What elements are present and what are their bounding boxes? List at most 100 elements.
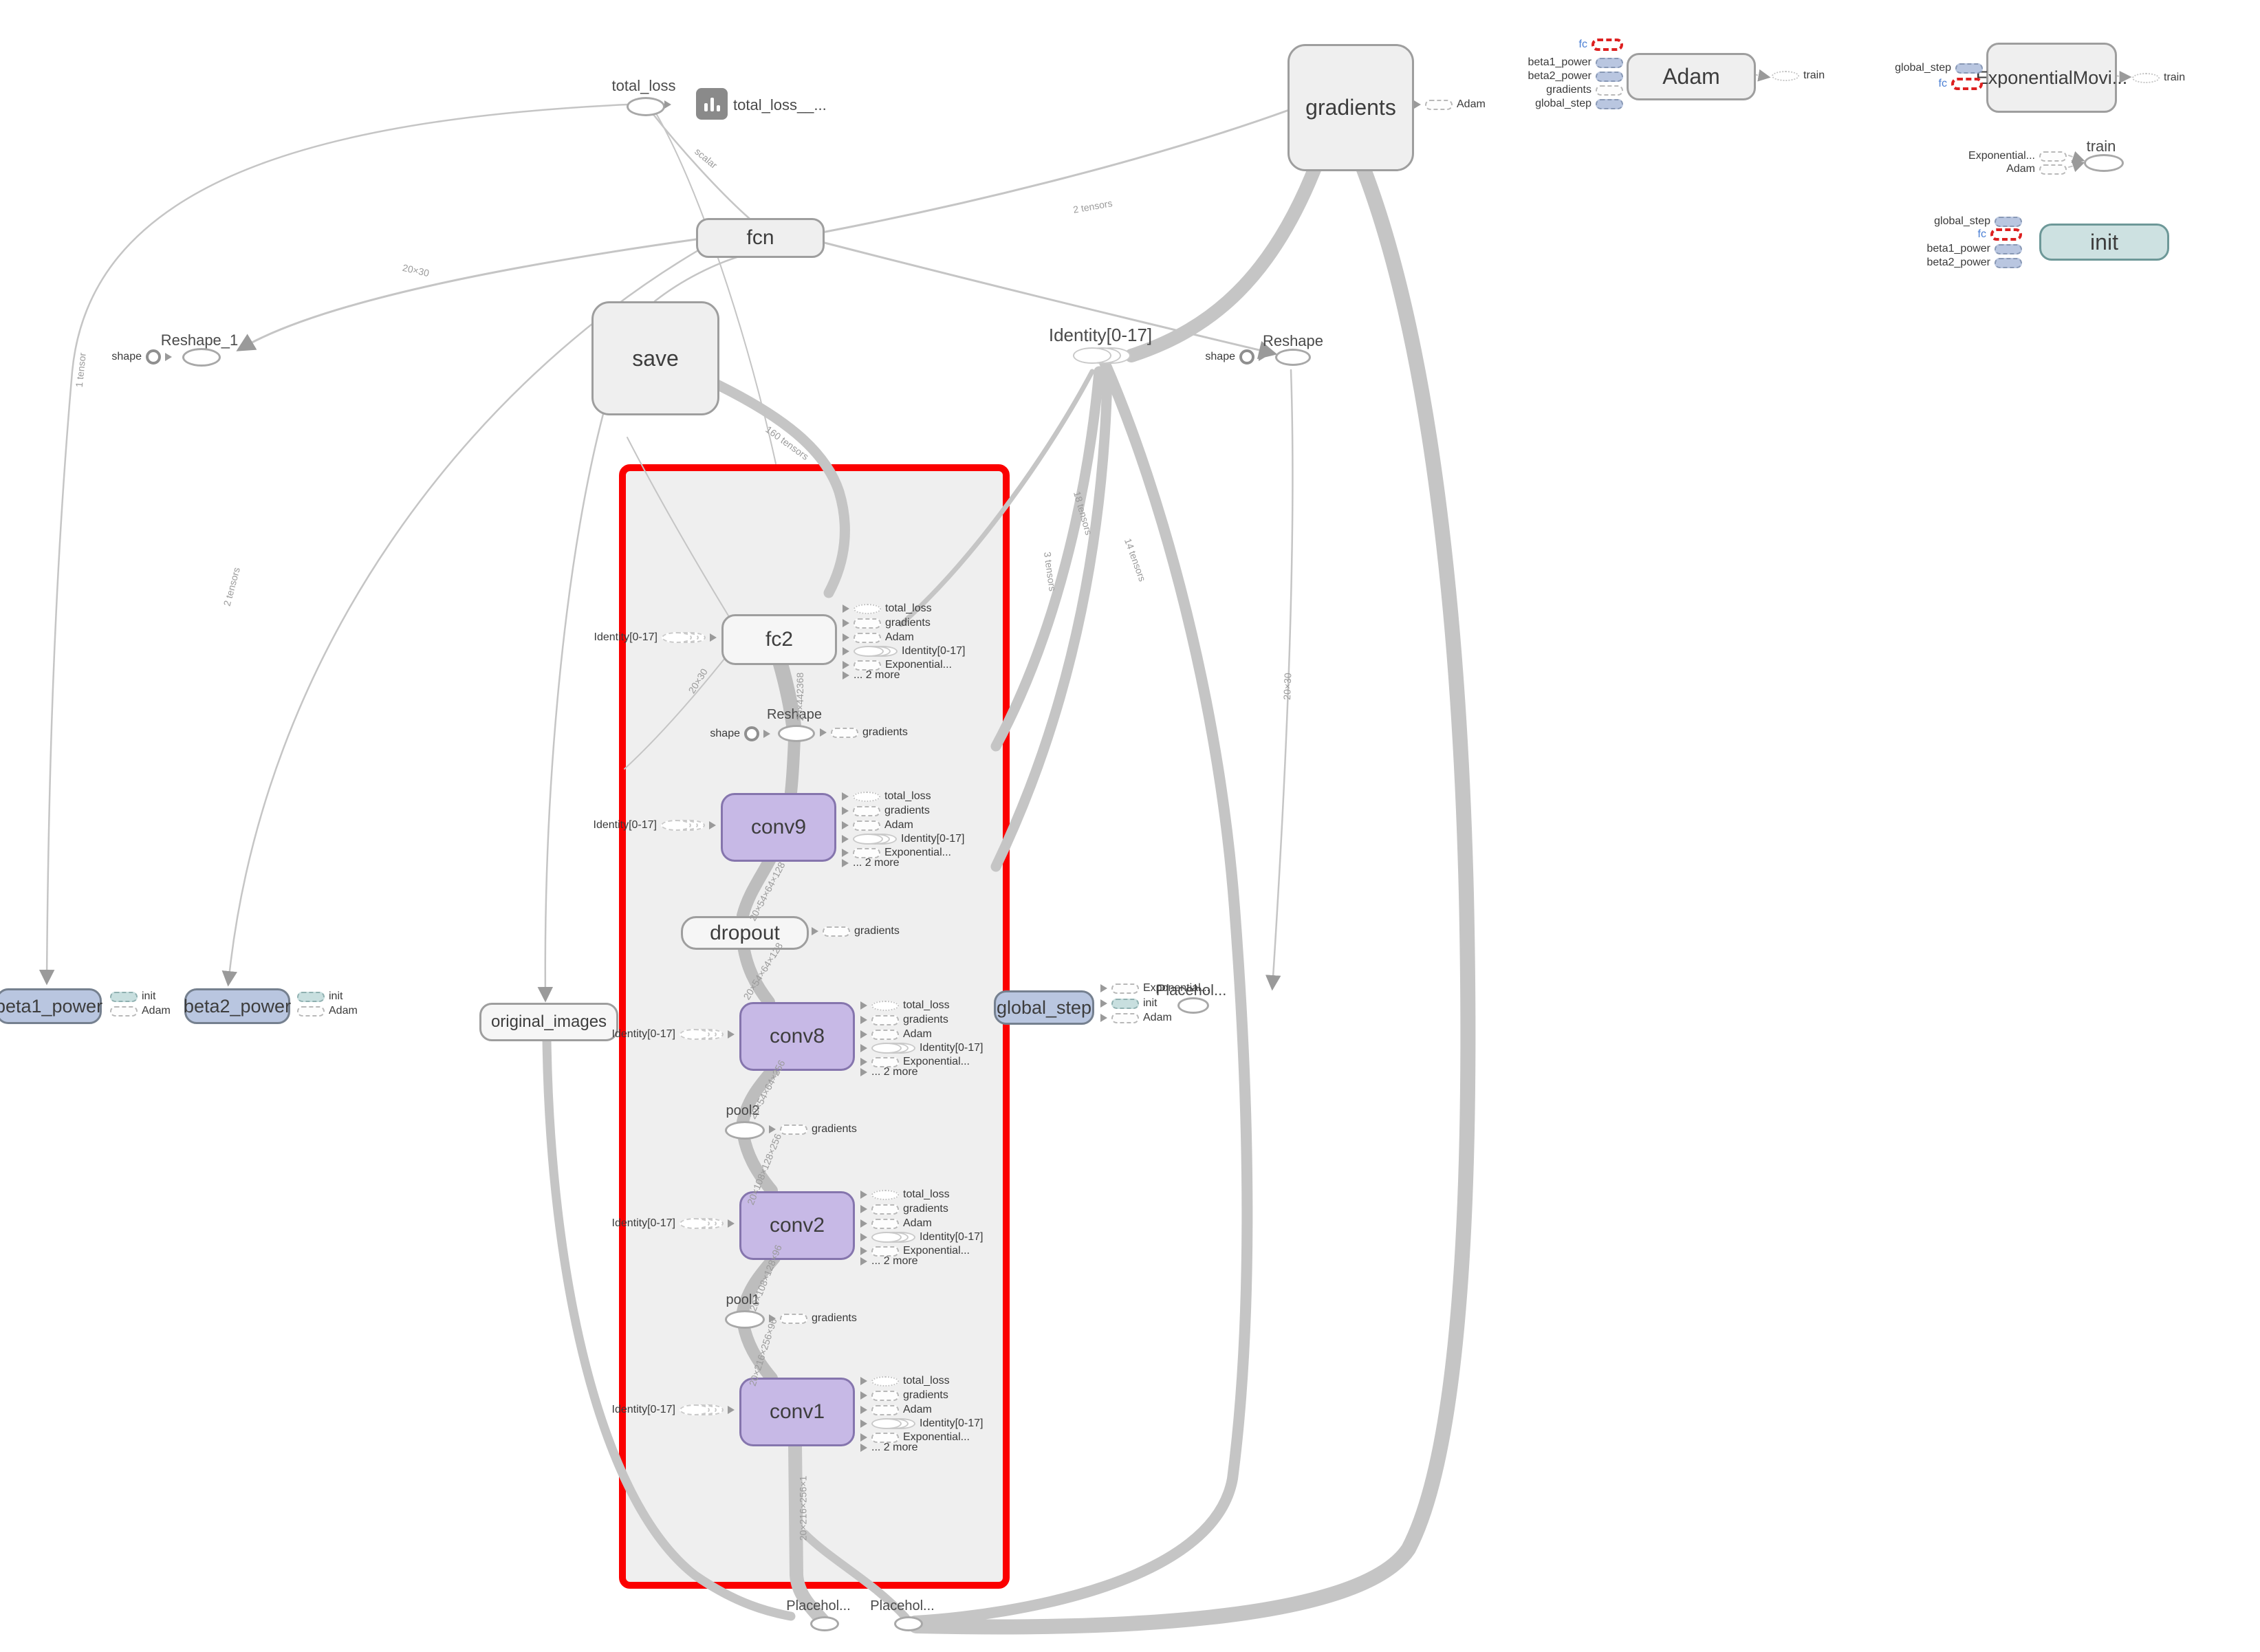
node-fcn[interactable]: fcn <box>696 218 825 258</box>
output-identity-0-17-[interactable]: Identity[0-17] <box>860 1231 984 1243</box>
output-identity-0-17-[interactable]: Identity[0-17] <box>860 1042 984 1054</box>
node-conv2[interactable]: conv2 <box>739 1191 855 1260</box>
input-identity[interactable]: Identity[0-17] <box>605 1028 735 1041</box>
node-global-step[interactable]: global_step <box>994 990 1094 1025</box>
reshape-top-node[interactable] <box>1275 349 1311 366</box>
output-identity-0-17-[interactable]: Identity[0-17] <box>842 833 965 845</box>
output-adam[interactable]: Adam <box>860 1217 932 1230</box>
node-fc2[interactable]: fc2 <box>721 614 837 665</box>
placeholder-b2-node[interactable] <box>894 1616 923 1631</box>
pool2-node[interactable] <box>725 1121 765 1140</box>
init-input-global-step[interactable]: global_step <box>1840 215 2022 228</box>
input-identity[interactable]: Identity[0-17] <box>605 1404 735 1416</box>
adam-input-beta2[interactable]: beta2_power <box>1466 70 1623 83</box>
reshape-top-input-shape[interactable]: shape <box>1169 349 1265 365</box>
output-adam[interactable]: Adam <box>860 1028 932 1041</box>
fc-reshape-output-gradients[interactable]: gradients <box>820 726 908 739</box>
node-gradients[interactable]: gradients <box>1287 44 1414 171</box>
gradients-output-adam[interactable]: Adam <box>1414 98 1486 111</box>
node-adam[interactable]: Adam <box>1627 53 1756 100</box>
node-exponential-moving[interactable]: ExponentialMovi... <box>1976 43 2127 113</box>
port-pill <box>871 1246 899 1257</box>
node-conv1[interactable]: conv1 <box>739 1378 855 1446</box>
output--2-more[interactable]: ... 2 more <box>860 1066 918 1078</box>
total-loss-node[interactable] <box>627 97 665 116</box>
output-gradients[interactable]: gradients <box>860 1389 948 1402</box>
adam-input-beta1[interactable]: beta1_power <box>1466 56 1623 69</box>
pool1-output-gradients[interactable]: gradients <box>769 1312 857 1325</box>
adam-input-fc[interactable]: fc <box>1466 39 1623 51</box>
global-step-output-exponential[interactable]: Exponential... <box>1100 982 1210 995</box>
beta2-output-adam[interactable]: Adam <box>297 1005 358 1017</box>
arrow-right-icon <box>842 792 849 801</box>
output-exponential-[interactable]: Exponential... <box>843 659 952 671</box>
pool1-node[interactable] <box>725 1310 765 1329</box>
beta2-output-init[interactable]: init <box>297 990 343 1003</box>
init-input-fc[interactable]: fc <box>1840 228 2022 241</box>
node-save[interactable]: save <box>591 301 719 415</box>
node-beta2-power[interactable]: beta2_power <box>184 988 291 1024</box>
init-input-beta2[interactable]: beta2_power <box>1840 257 2022 269</box>
summary-bar-chart-icon[interactable] <box>696 88 728 120</box>
reshape1-input-shape[interactable]: shape <box>76 349 172 365</box>
train-node[interactable] <box>2084 154 2124 172</box>
port-label: train <box>2164 72 2186 83</box>
output-total-loss[interactable]: total_loss <box>860 999 950 1012</box>
output-identity-0-17-[interactable]: Identity[0-17] <box>860 1417 984 1430</box>
output-gradients[interactable]: gradients <box>842 805 930 817</box>
output-total-loss[interactable]: total_loss <box>842 790 931 803</box>
output-total-loss[interactable]: total_loss <box>860 1375 950 1387</box>
node-init[interactable]: init <box>2039 224 2169 261</box>
global-step-output-init[interactable]: init <box>1100 997 1157 1010</box>
output--2-more[interactable]: ... 2 more <box>843 669 900 682</box>
input-identity[interactable]: Identity[0-17] <box>587 819 716 832</box>
train-input-exponential[interactable]: Exponential... <box>1919 150 2067 162</box>
output-adam[interactable]: Adam <box>842 819 913 832</box>
output-exponential-[interactable]: Exponential... <box>860 1431 970 1444</box>
node-conv9[interactable]: conv9 <box>721 793 836 862</box>
ema-output-train[interactable]: train <box>2132 72 2185 84</box>
input-identity[interactable]: Identity[0-17] <box>605 1217 735 1230</box>
ema-input-fc[interactable]: fc <box>1826 78 1983 90</box>
adam-input-global-step[interactable]: global_step <box>1466 98 1623 110</box>
output-exponential-[interactable]: Exponential... <box>842 847 951 859</box>
placeholder-right-node[interactable] <box>1177 997 1209 1014</box>
global-step-output-adam[interactable]: Adam <box>1100 1012 1172 1024</box>
placeholder-b1-node[interactable] <box>810 1616 839 1631</box>
node-dropout[interactable]: dropout <box>681 916 809 950</box>
output-total-loss[interactable]: total_loss <box>843 602 932 615</box>
beta1-output-adam[interactable]: Adam <box>110 1005 171 1017</box>
output-identity-0-17-[interactable]: Identity[0-17] <box>843 645 966 657</box>
pool2-output-gradients[interactable]: gradients <box>769 1123 857 1135</box>
port-label: Exponential... <box>1968 150 2035 162</box>
output--2-more[interactable]: ... 2 more <box>860 1442 918 1454</box>
output-gradients[interactable]: gradients <box>860 1203 948 1215</box>
ema-input-global-step[interactable]: global_step <box>1826 62 1983 74</box>
input-identity[interactable]: Identity[0-17] <box>587 631 717 644</box>
output-gradients[interactable]: gradients <box>843 617 931 629</box>
output-exponential-[interactable]: Exponential... <box>860 1245 970 1257</box>
output--2-more[interactable]: ... 2 more <box>860 1255 918 1268</box>
output--2-more[interactable]: ... 2 more <box>842 857 900 869</box>
node-conv8[interactable]: conv8 <box>739 1002 855 1071</box>
output-exponential-[interactable]: Exponential... <box>860 1056 970 1068</box>
fc-reshape-node[interactable] <box>778 725 815 742</box>
output-adam[interactable]: Adam <box>843 631 914 644</box>
output-total-loss[interactable]: total_loss <box>860 1188 950 1201</box>
train-input-adam[interactable]: Adam <box>1919 163 2067 175</box>
node-beta1-power[interactable]: beta1_power <box>0 988 102 1024</box>
adam-input-gradients[interactable]: gradients <box>1466 84 1623 96</box>
adam-output-train[interactable]: train <box>1772 69 1825 82</box>
output-adam[interactable]: Adam <box>860 1404 932 1416</box>
identity-node[interactable] <box>1073 347 1131 364</box>
arrow-right-icon <box>860 1219 867 1228</box>
init-input-beta1[interactable]: beta1_power <box>1840 243 2022 255</box>
arrow-right-icon <box>860 1233 867 1241</box>
output-gradients[interactable]: gradients <box>860 1014 948 1026</box>
reshape1-node[interactable] <box>182 348 221 367</box>
dropout-output-gradients[interactable]: gradients <box>812 925 900 937</box>
beta1-output-init[interactable]: init <box>110 990 155 1003</box>
fc-reshape-input-shape[interactable]: shape <box>681 726 770 741</box>
node-original-images[interactable]: original_images <box>479 1003 618 1041</box>
